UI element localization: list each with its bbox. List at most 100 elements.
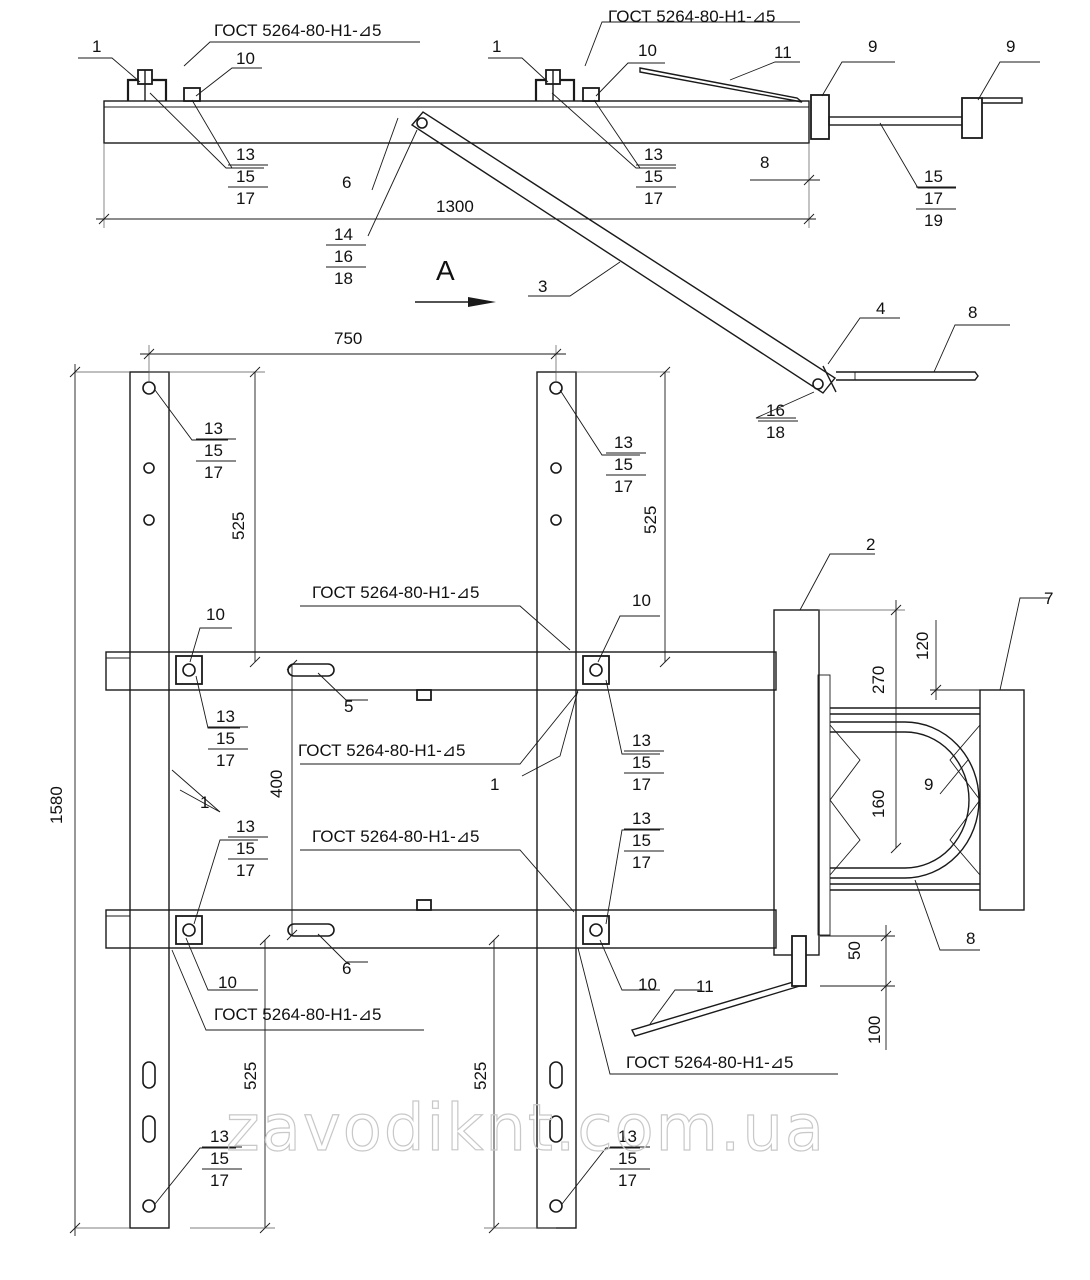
dim-1300: 1300 (436, 197, 474, 216)
part-label-1: 1 (92, 37, 101, 56)
part-label-9: 9 (868, 37, 877, 56)
dim-400: 400 (267, 770, 286, 798)
bolt-stack-item: 15 (204, 441, 223, 460)
top-view (78, 21, 1040, 419)
dim-525: 525 (241, 1062, 260, 1090)
bolt-stack-item: 17 (632, 775, 651, 794)
bolt-stack-item: 15 (632, 831, 651, 850)
weld-note: ГОСТ 5264-80-Н1-⊿5 (626, 1053, 793, 1072)
dim-160: 160 (869, 790, 888, 818)
clamp-left (126, 69, 201, 102)
part-label-2: 2 (866, 535, 875, 554)
dim-525: 525 (229, 512, 248, 540)
bolt-stack-item: 15 (644, 167, 663, 186)
weld-note: ГОСТ 5264-80-Н1-⊿5 (214, 1005, 381, 1024)
bolt-stack-item: 17 (614, 477, 633, 496)
part-label-1: 1 (490, 775, 499, 794)
dim-525: 525 (471, 1062, 490, 1090)
part-label-9: 9 (1006, 37, 1015, 56)
beam-upper (105, 651, 777, 691)
bolt-stack-item: 13 (632, 809, 651, 828)
bolt-stack-item: 13 (614, 433, 633, 452)
clamp-right (534, 69, 600, 102)
bolt-stack-item: 13 (632, 731, 651, 750)
bolt-stack-item: 17 (618, 1171, 637, 1190)
bolt-stack-item: 17 (216, 751, 235, 770)
bolt-stack-item: 14 (334, 225, 353, 244)
part-label-11: 11 (774, 43, 792, 62)
lever-part-11 (639, 67, 803, 103)
weld-note: ГОСТ 5264-80-Н1-⊿5 (312, 583, 479, 602)
beam-part-6 (103, 100, 810, 144)
part-label-8: 8 (968, 303, 977, 322)
part-label-4: 4 (876, 299, 885, 318)
part-label-3: 3 (538, 277, 547, 296)
part-label-5: 5 (344, 697, 353, 716)
part-label-10: 10 (206, 605, 225, 624)
part-label-10: 10 (632, 591, 651, 610)
part-label-8: 8 (760, 153, 769, 172)
bolt-stack-item: 16 (766, 401, 785, 420)
part-label-8: 8 (966, 929, 975, 948)
post-left (129, 371, 170, 1229)
part-label-11: 11 (696, 977, 714, 996)
bolt-stack-item: 15 (924, 167, 943, 186)
bolt-stack-item: 15 (632, 753, 651, 772)
weld-note: ГОСТ 5264-80-Н1-⊿5 (312, 827, 479, 846)
bolt-stack-item: 13 (236, 817, 255, 836)
dim-1580: 1580 (47, 786, 66, 824)
bolt-stack-item: 17 (236, 189, 255, 208)
bolt-stack-item: 18 (766, 423, 785, 442)
weld-note: ГОСТ 5264-80-Н1-⊿5 (608, 7, 775, 26)
bolt-stack-item: 13 (204, 419, 223, 438)
plate-part-2 (773, 609, 820, 956)
watermark: zavodiknt.com.ua (226, 1092, 826, 1166)
part-label-10: 10 (638, 41, 657, 60)
lever-part-11-bottom (631, 979, 805, 1037)
part-label-6: 6 (342, 173, 351, 192)
weld-note: ГОСТ 5264-80-Н1-⊿5 (214, 21, 381, 40)
bolt-stack-item: 15 (618, 1149, 637, 1168)
bolt-stack-item: 17 (924, 189, 943, 208)
part-label-6: 6 (342, 959, 351, 978)
dim-750: 750 (334, 329, 362, 348)
bolt-stack-item: 13 (618, 1127, 637, 1146)
part-label-1: 1 (200, 793, 209, 812)
dim-120: 120 (913, 632, 932, 660)
bolt-stack-item: 15 (236, 167, 255, 186)
dim-525: 525 (641, 506, 660, 534)
bolt-stack-item: 17 (236, 861, 255, 880)
bolt-stack-item: 16 (334, 247, 353, 266)
bolt-stack-item: 13 (216, 707, 235, 726)
bolt-stack-item: 17 (204, 463, 223, 482)
strut-part-3 (410, 111, 837, 394)
bolt-stack-item: 17 (632, 853, 651, 872)
bolt-stack-item: 13 (644, 145, 663, 164)
beam-lower (105, 909, 777, 949)
bolt-stack-item: 19 (924, 211, 943, 230)
dim-50: 50 (845, 941, 864, 960)
bolt-stack-item: 17 (210, 1171, 229, 1190)
bolt-stack-item: 18 (334, 269, 353, 288)
dim-270: 270 (869, 666, 888, 694)
bolt-stack-item: 13 (210, 1127, 229, 1146)
plate-part-9-left (810, 94, 830, 140)
view-label-a: А (436, 255, 455, 286)
weld-note: ГОСТ 5264-80-Н1-⊿5 (298, 741, 465, 760)
u-bolt-part-9 (830, 721, 980, 879)
bolt-stack-item: 13 (236, 145, 255, 164)
part-label-9: 9 (924, 775, 933, 794)
bolt-stack-item: 15 (210, 1149, 229, 1168)
part-label-1: 1 (492, 37, 501, 56)
bolt-stack-item: 17 (644, 189, 663, 208)
part-label-10: 10 (218, 973, 237, 992)
bolt-stack-item: 15 (614, 455, 633, 474)
front-view (69, 345, 1050, 1236)
plate-part-7 (979, 689, 1025, 911)
dim-100: 100 (865, 1016, 884, 1044)
part-label-10: 10 (638, 975, 657, 994)
plate-part-9-right (961, 97, 983, 139)
